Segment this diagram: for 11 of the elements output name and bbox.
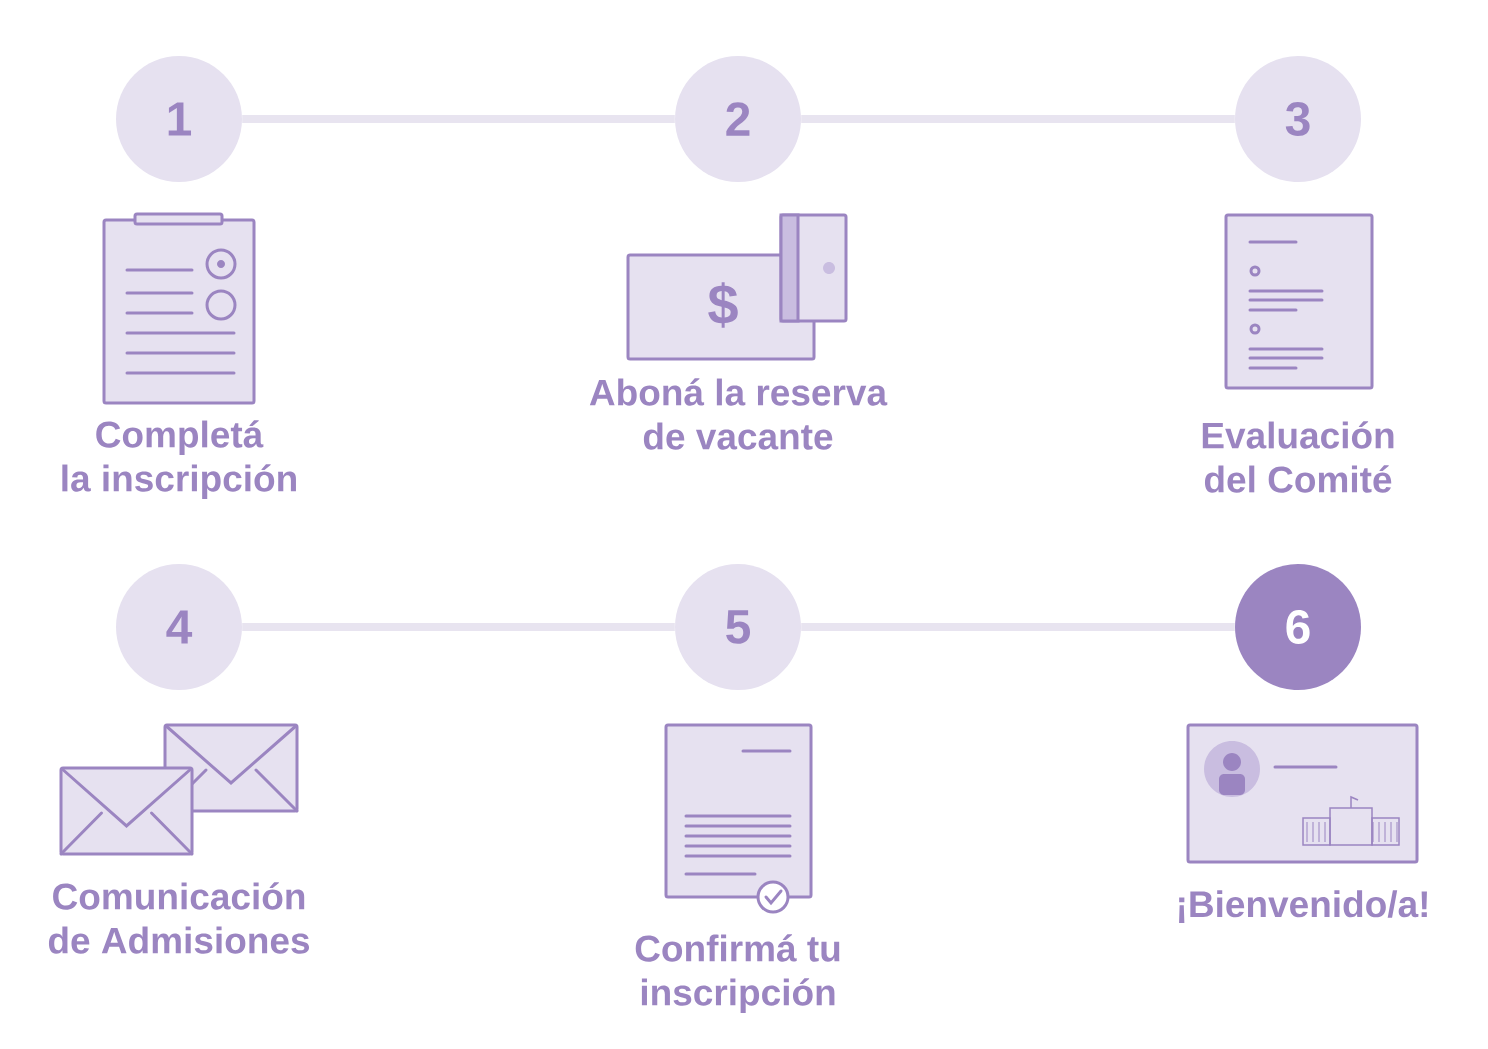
connector-line [801, 115, 1235, 123]
dollar-sign: $ [708, 282, 738, 328]
step-caption: ¡Bienvenido/a! [1179, 890, 1427, 923]
connector-line [242, 623, 675, 631]
step-caption: Confirmá tu inscripción [635, 934, 840, 1013]
connector-line [801, 623, 1235, 631]
step-caption: Comunicación de Admisiones [48, 882, 310, 954]
step-caption: Aboná la reserva de vacante [589, 378, 888, 450]
step-caption: Completá la inscripción [62, 420, 296, 499]
connector-line [242, 115, 675, 123]
step-caption: Evaluación del Comité [1202, 421, 1394, 493]
